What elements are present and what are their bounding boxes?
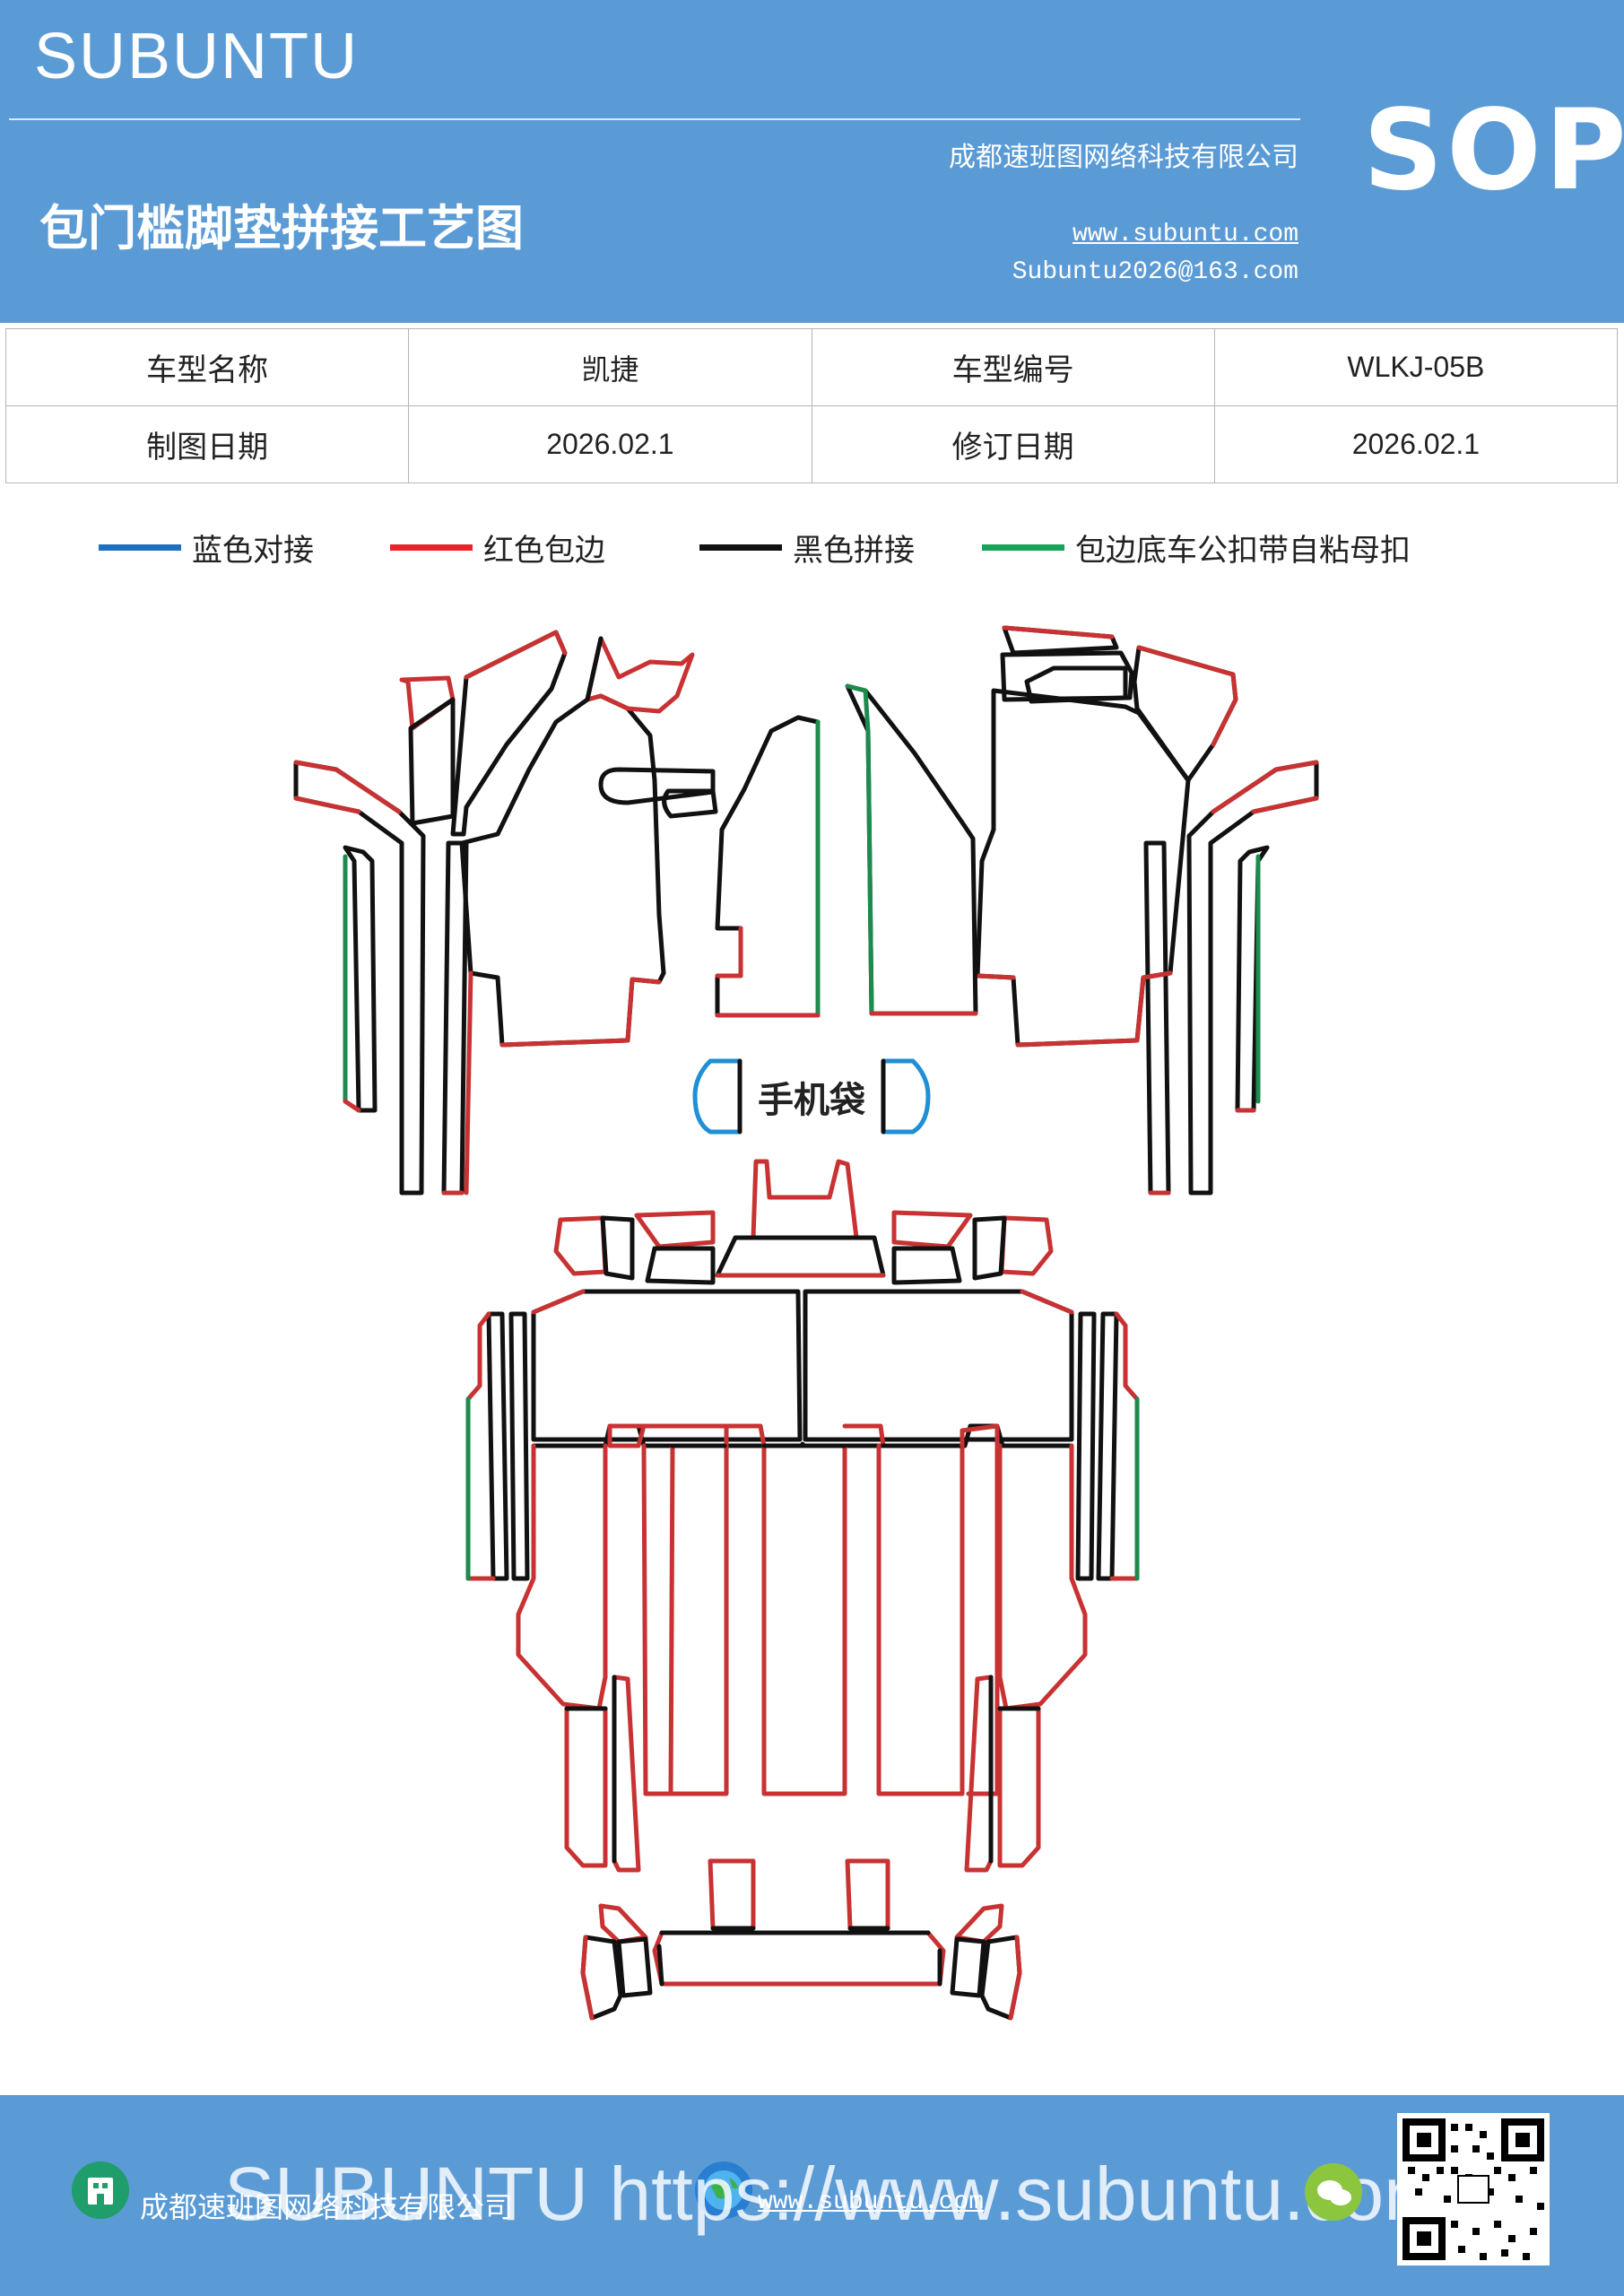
legend-swatch (390, 544, 473, 551)
legend-label: 包边底车公扣带自粘母扣 (1075, 532, 1411, 569)
legend-swatch (699, 544, 782, 551)
website-link[interactable]: www.subuntu.com (1072, 221, 1298, 248)
footer-company-name: 成都速班图网络科技有限公司 (140, 2190, 514, 2224)
watermark-text: SUBUNTU https://www.subuntu.com (224, 2152, 1447, 2236)
table-cell: 车型编号 (811, 328, 1215, 406)
page-title: 包门槛脚垫拼接工艺图 (39, 199, 524, 257)
table-cell: WLKJ-05B (1213, 328, 1619, 406)
legend-swatch (99, 544, 181, 551)
qr-code (1397, 2113, 1550, 2266)
legend-item-red: 红色包边 (390, 525, 605, 570)
table-row: 制图日期 2026.02.1 修订日期 2026.02.1 (4, 405, 1619, 483)
table-cell: 车型名称 (4, 328, 410, 406)
legend-item-blue: 蓝色对接 (99, 525, 314, 570)
footer-website-link[interactable]: www.subuntu.com (758, 2188, 985, 2216)
header-divider (9, 118, 1300, 120)
legend-label: 蓝色对接 (192, 532, 314, 569)
phone-pocket (692, 1058, 931, 1135)
header-banner: SUBUNTU 包门槛脚垫拼接工艺图 成都速班图网络科技有限公司 www.sub… (0, 0, 1624, 323)
table-cell: 制图日期 (4, 405, 410, 483)
wechat-icon (1305, 2163, 1362, 2221)
phone-pocket-label: 手机袋 (758, 1080, 865, 1121)
rear-bottom-pieces (580, 1858, 1022, 2021)
email-address[interactable]: Subuntu2026@163.com (1012, 258, 1298, 286)
table-cell: 2026.02.1 (408, 405, 812, 483)
line-legend: 蓝色对接 红色包边 黑色拼接 包边底车公扣带自粘母扣 (0, 525, 1624, 578)
table-row: 车型名称 凯捷 车型编号 WLKJ-05B (4, 328, 1619, 406)
table-cell: 修订日期 (811, 405, 1215, 483)
brand-name: SUBUNTU (34, 21, 360, 92)
footer-banner: 成都速班图网络科技有限公司 www.subuntu.com SUBUNTU ht… (0, 2095, 1624, 2296)
sop-badge: SOP (1363, 86, 1624, 215)
upper-left-sill-pieces (293, 630, 821, 1196)
legend-label: 红色包边 (483, 532, 605, 569)
building-icon (72, 2161, 129, 2219)
legend-item-black: 黑色拼接 (699, 525, 915, 570)
table-cell: 凯捷 (408, 328, 812, 406)
floor-mat-diagram: 手机袋 (293, 625, 1319, 2021)
legend-swatch (982, 544, 1064, 551)
company-name: 成都速班图网络科技有限公司 (949, 142, 1298, 173)
table-cell: 2026.02.1 (1213, 405, 1619, 483)
vehicle-info-table: 车型名称 凯捷 车型编号 WLKJ-05B 制图日期 2026.02.1 修订日… (4, 328, 1619, 483)
legend-label: 黑色拼接 (793, 532, 915, 569)
legend-item-green: 包边底车公扣带自粘母扣 (982, 525, 1411, 570)
globe-icon (695, 2161, 752, 2219)
middle-floor-pieces (465, 1159, 1140, 1873)
upper-right-sill-pieces (845, 625, 1319, 1196)
